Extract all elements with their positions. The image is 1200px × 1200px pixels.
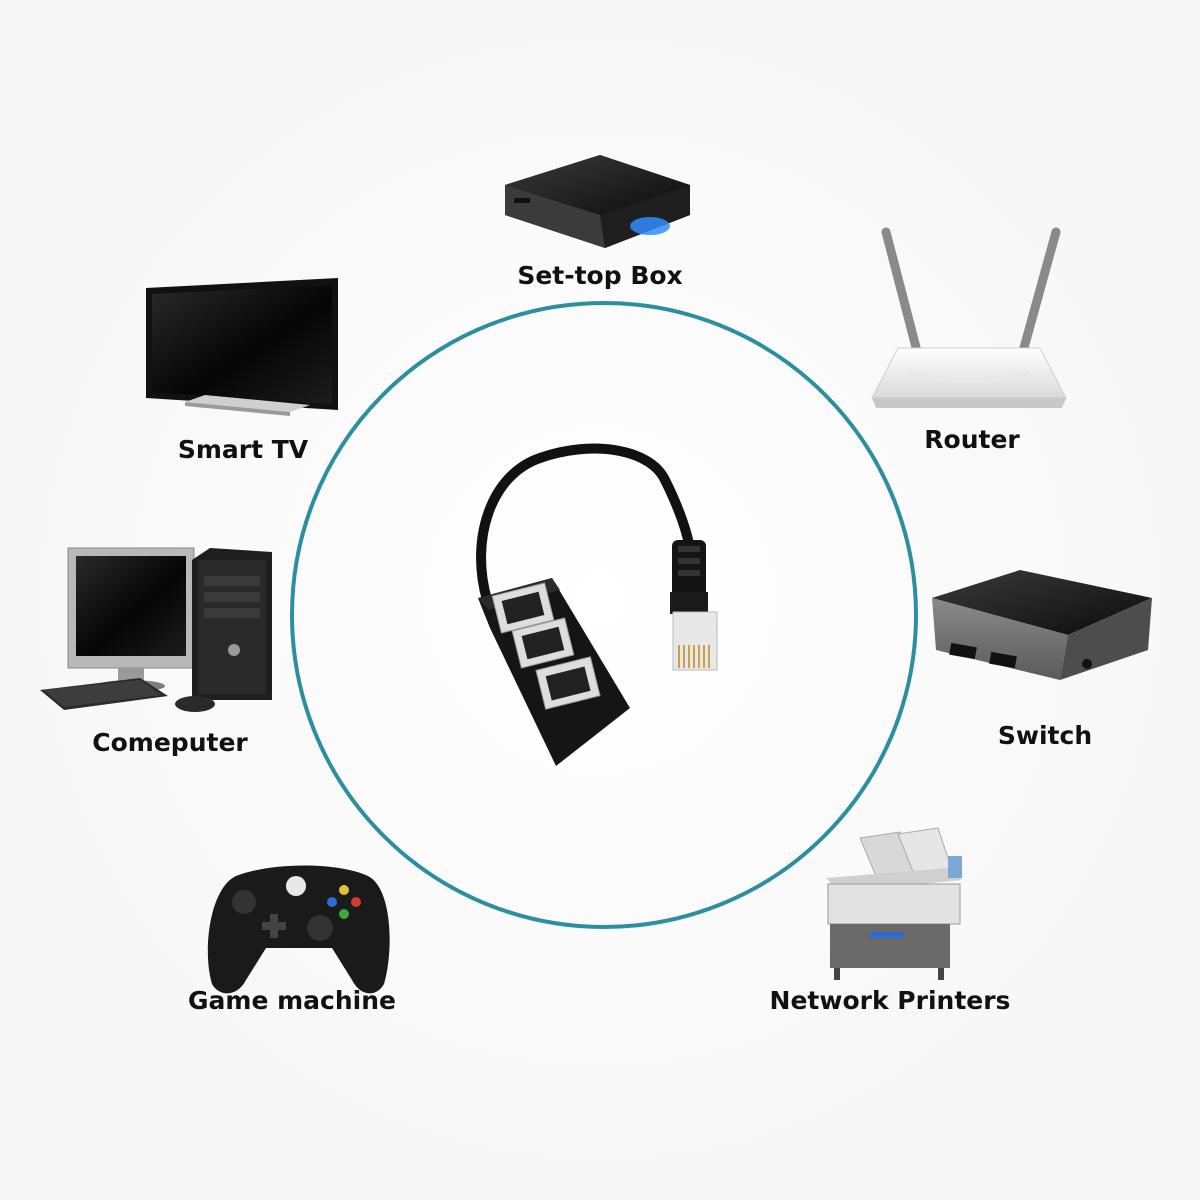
hdmi-switch-icon (932, 570, 1152, 680)
set-top-box-icon (505, 155, 690, 248)
connection-ring (290, 301, 918, 929)
label-smart-tv: Smart TV (177, 435, 309, 464)
label-computer: Comeputer (92, 728, 248, 757)
label-network-printers: Network Printers (769, 986, 1011, 1015)
label-router: Router (924, 425, 1020, 454)
desktop-computer-icon (40, 547, 272, 712)
tv-icon (146, 278, 338, 416)
ethernet-splitter-icon (476, 443, 718, 766)
label-game-machine: Game machine (188, 986, 396, 1015)
game-controller-icon (207, 865, 390, 994)
printer-icon (826, 827, 962, 980)
label-switch: Switch (997, 721, 1093, 750)
router-icon (871, 227, 1067, 408)
label-set-top-box: Set-top Box (517, 261, 683, 290)
